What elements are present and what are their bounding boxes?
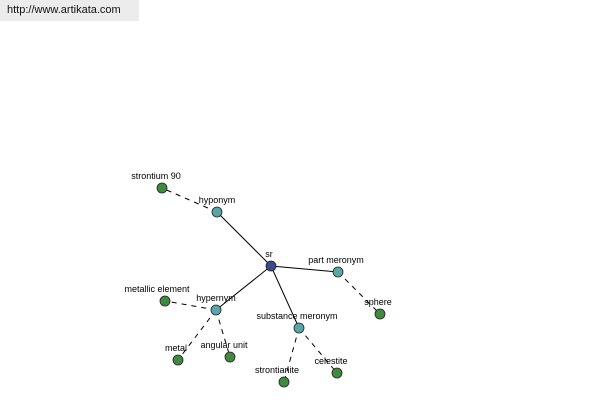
root-node[interactable]	[265, 260, 277, 272]
relation-label-part-meronym: part meronym	[308, 255, 364, 265]
term-label-sphere: sphere	[364, 297, 392, 307]
relation-node-part-meronym[interactable]	[332, 266, 344, 278]
relation-label-substance-meronym: substance meronym	[256, 311, 337, 321]
term-node-metal[interactable]	[172, 354, 184, 366]
relation-label-hyponym: hyponym	[199, 195, 236, 205]
root-label: sr	[265, 249, 273, 259]
relation-label-hypernym: hypernym	[196, 293, 236, 303]
term-label-strontium-90: strontium 90	[131, 171, 181, 181]
graph-edges	[161, 187, 381, 383]
edge-root-substance-meronym	[270, 265, 300, 329]
term-node-celestite[interactable]	[331, 367, 343, 379]
term-node-strontium-90[interactable]	[156, 182, 168, 194]
term-label-strontianite: strontianite	[255, 365, 299, 375]
term-label-metal: metal	[165, 343, 187, 353]
term-node-metallic-element[interactable]	[159, 295, 171, 307]
term-label-metallic-element: metallic element	[124, 284, 190, 294]
relation-node-hypernym[interactable]	[210, 304, 222, 316]
edge-substance-meronym-celestite	[298, 327, 338, 374]
term-node-angular-unit[interactable]	[224, 351, 236, 363]
edge-root-hyponym	[216, 211, 272, 267]
graph-labels: sr hyponym strontium 90 part meronym sphere h…	[124, 171, 391, 375]
edge-hypernym-metallic-element	[164, 300, 217, 311]
edge-hypernym-angular-unit	[215, 309, 231, 358]
relation-node-substance-meronym[interactable]	[293, 322, 305, 334]
edge-root-part-meronym	[270, 265, 339, 273]
term-node-sphere[interactable]	[374, 308, 386, 320]
edge-hypernym-metal	[177, 309, 217, 361]
graph-nodes	[156, 182, 386, 388]
term-label-angular-unit: angular unit	[200, 340, 248, 350]
edge-part-meronym-sphere	[337, 271, 381, 315]
term-node-strontianite[interactable]	[278, 376, 290, 388]
edge-root-hypernym	[215, 265, 272, 311]
url-banner[interactable]: http://www.artikata.com	[0, 0, 139, 21]
url-link[interactable]: http://www.artikata.com	[7, 4, 121, 16]
term-label-celestite: celestite	[314, 356, 347, 366]
edge-hyponym-strontium-90	[161, 187, 218, 213]
relation-node-hyponym[interactable]	[211, 206, 223, 218]
